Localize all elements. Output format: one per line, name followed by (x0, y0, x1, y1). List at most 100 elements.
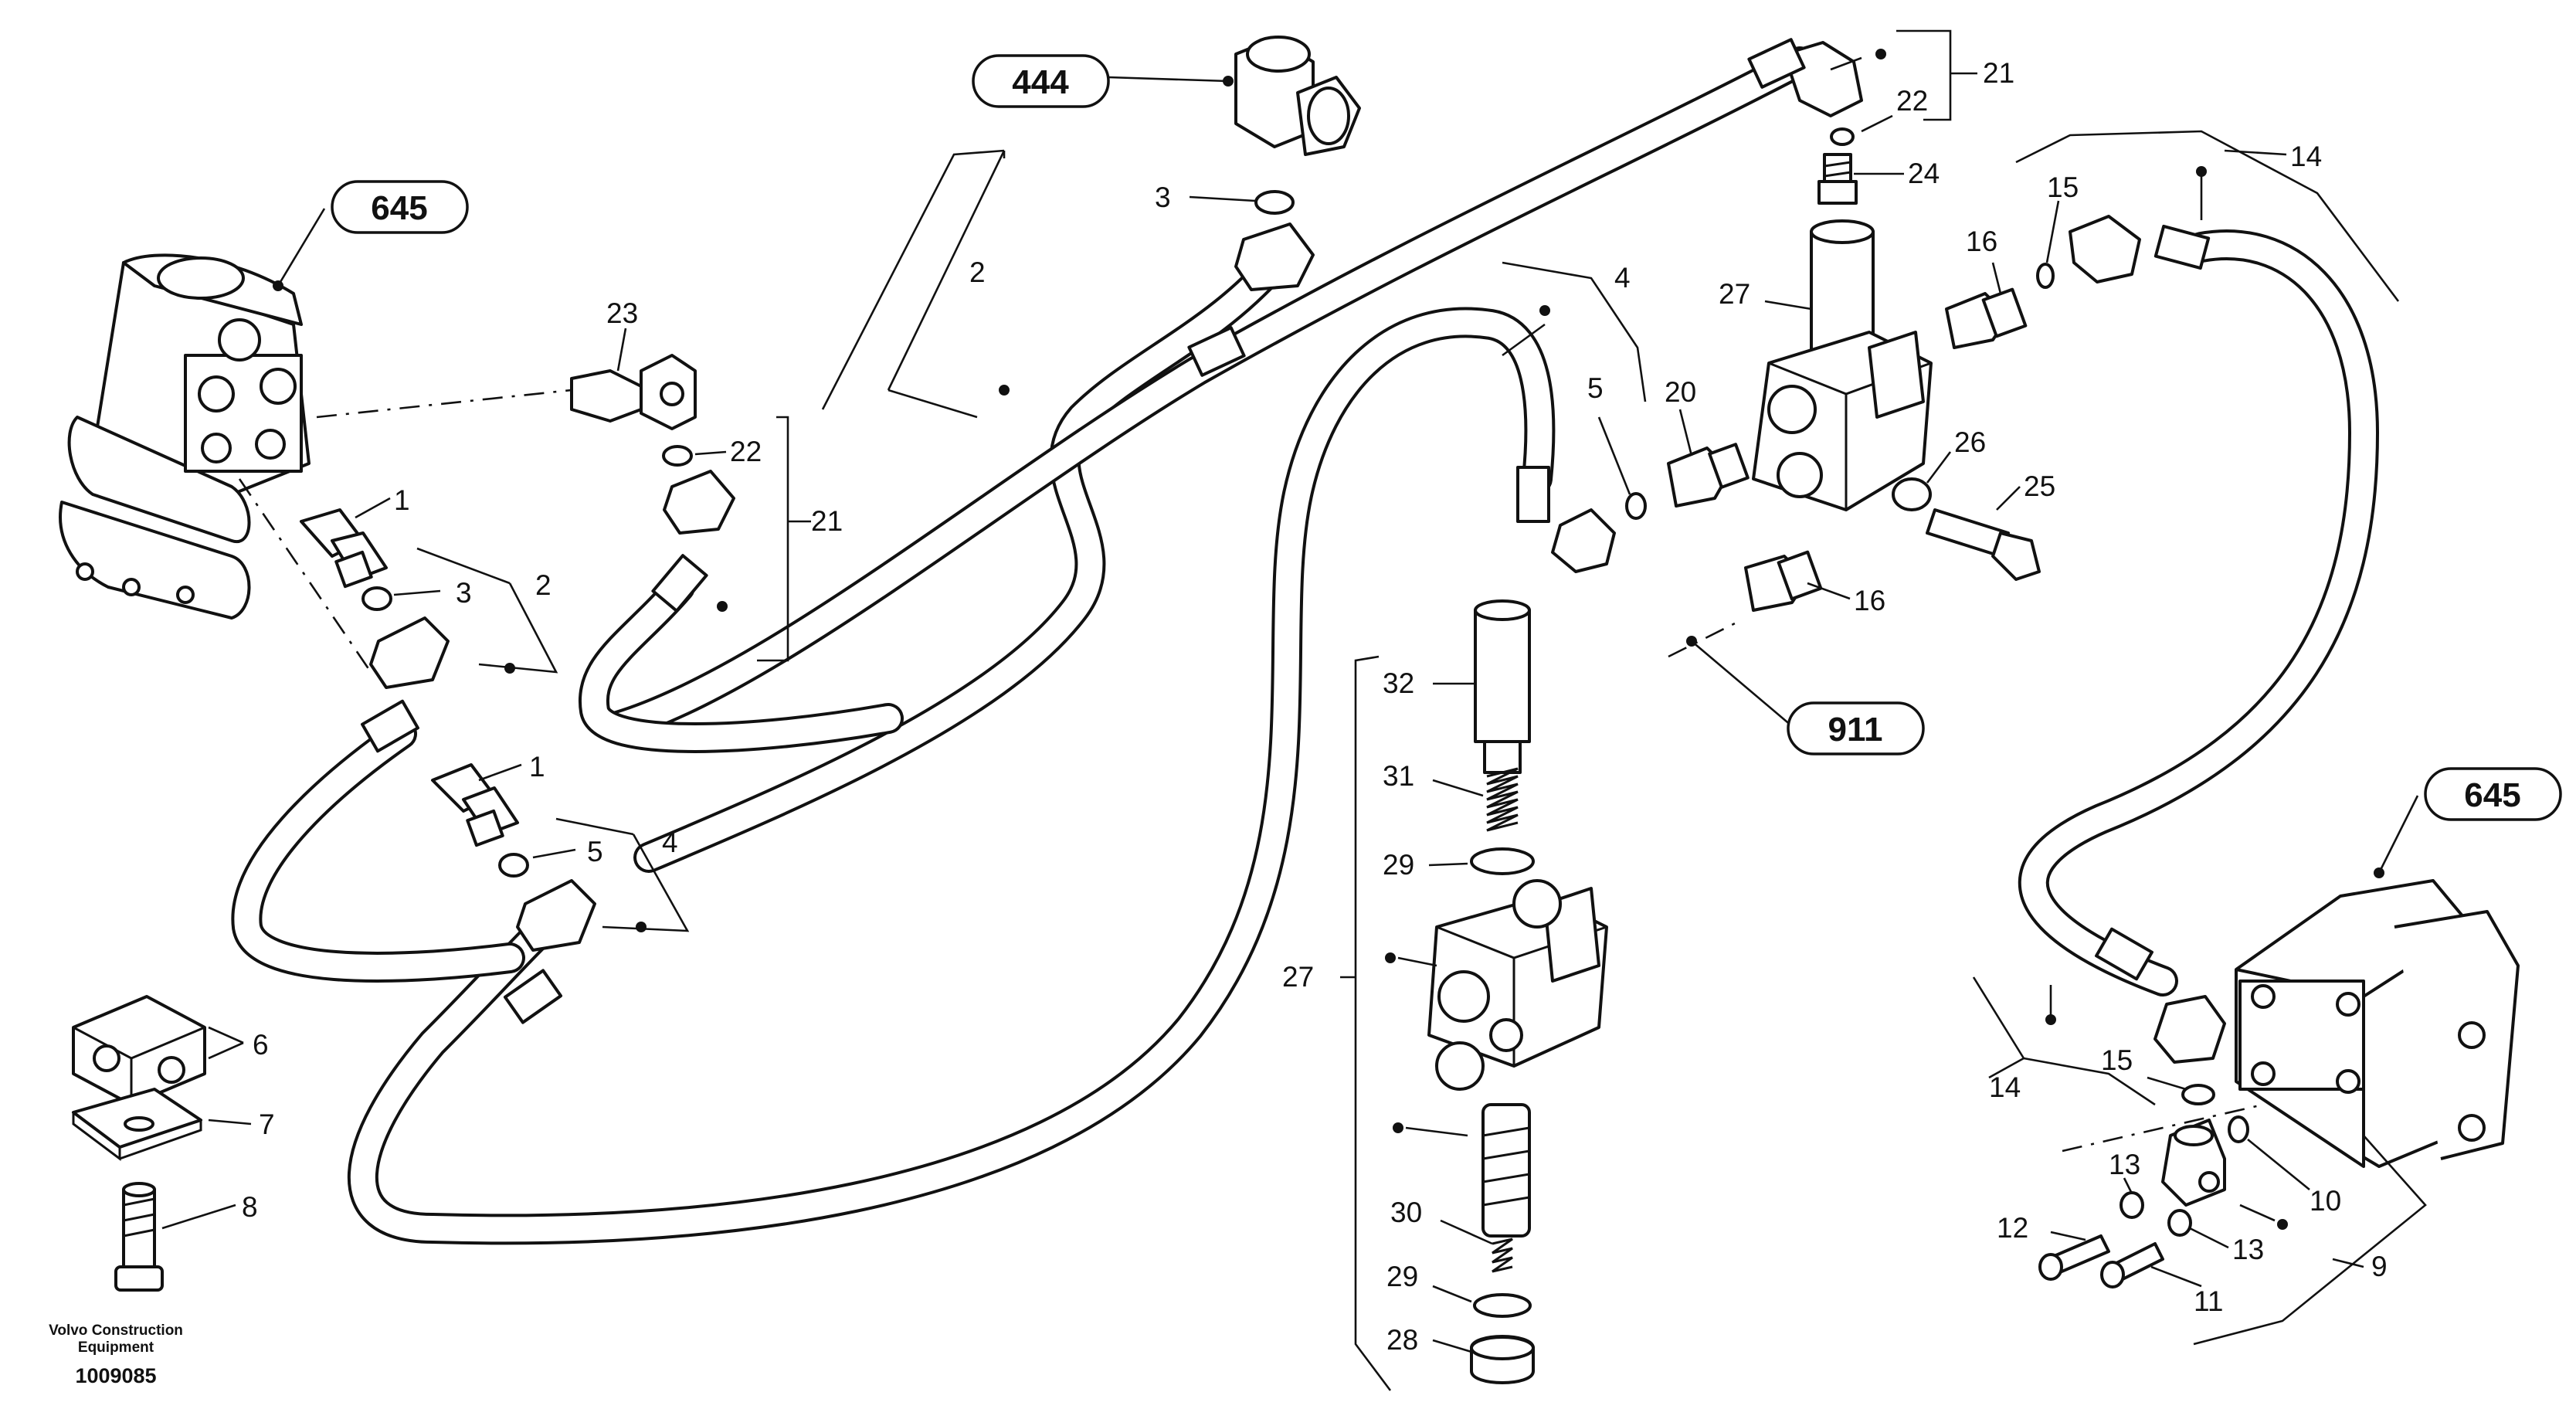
callout-labels: 1 1 2 2 3 3 4 4 5 5 6 7 8 9 10 11 12 13 … (242, 57, 2388, 1356)
callout-15: 15 (2047, 171, 2079, 203)
union-fitting-1-upper (300, 508, 388, 589)
hose-item-4-loop (347, 307, 1556, 1245)
callout-5: 5 (587, 836, 603, 867)
callout-29: 29 (1383, 849, 1414, 881)
reference-label: 645 (2464, 776, 2520, 814)
spring-31 (1486, 767, 1519, 832)
callout-13: 13 (2232, 1234, 2264, 1265)
callout-2: 2 (969, 256, 986, 288)
washer-13-lower (2167, 1209, 2192, 1237)
leader-dots (273, 49, 2384, 1230)
callout-13: 13 (2109, 1149, 2140, 1180)
washer-26 (1892, 477, 1932, 511)
reference-444[interactable]: 444 (972, 54, 1110, 108)
callout-27: 27 (1719, 278, 1750, 310)
spool-piston (1481, 1103, 1531, 1238)
callout-11: 11 (2194, 1285, 2223, 1317)
callout-29: 29 (1386, 1261, 1418, 1292)
pump-645-right (2235, 879, 2520, 1168)
callout-5: 5 (1587, 372, 1604, 404)
reference-label: 911 (1828, 711, 1883, 749)
callout-30: 30 (1390, 1197, 1422, 1228)
plug-32 (1474, 609, 1531, 743)
callout-7: 7 (259, 1109, 275, 1140)
screw-12 (2038, 1234, 2110, 1281)
relief-valve-stack (1427, 599, 1608, 1384)
leader-lines (161, 29, 2427, 1391)
callout-6: 6 (253, 1029, 269, 1061)
callout-21: 21 (811, 505, 843, 537)
callout-3: 3 (1155, 182, 1171, 213)
o-ring-5-left (498, 853, 529, 878)
reference-645-top[interactable]: 645 (331, 180, 469, 234)
bolt-8 (114, 1182, 164, 1292)
footer-brand: Volvo Construction Equipment 1009085 (49, 1322, 183, 1387)
callout-10: 10 (2310, 1185, 2341, 1217)
hose-item-21-short (578, 572, 904, 753)
o-rings (361, 127, 2249, 1143)
callout-28: 28 (1386, 1324, 1418, 1356)
reference-label: 444 (1012, 63, 1069, 101)
callout-8: 8 (242, 1191, 258, 1223)
washer-13-upper (2120, 1191, 2144, 1219)
o-ring-5-center (1625, 492, 1647, 520)
callout-9: 9 (2371, 1251, 2388, 1282)
callout-26: 26 (1954, 426, 1986, 458)
clamp-block-6 (72, 995, 206, 1106)
callout-15: 15 (2101, 1044, 2133, 1076)
callout-22: 22 (1896, 85, 1928, 117)
elbow-fitting-23 (570, 354, 697, 430)
o-ring-10 (2228, 1115, 2249, 1143)
flange-fitting (2161, 1119, 2226, 1207)
washer-29-upper (1470, 847, 1535, 875)
o-ring-15-bottom (2181, 1084, 2215, 1105)
o-ring-22-top (1830, 127, 1855, 146)
hose-item-14 (2018, 229, 2379, 996)
callout-31: 31 (1383, 760, 1414, 792)
screw-11 (2100, 1242, 2164, 1288)
callout-14: 14 (2290, 141, 2322, 172)
adapter-16-bottom (1744, 550, 1823, 612)
callout-20: 20 (1665, 376, 1696, 408)
washer-29-lower (1473, 1293, 1532, 1318)
callout-1: 1 (394, 484, 410, 516)
tee-fitting-444 (1234, 36, 1361, 156)
callout-23: 23 (606, 297, 638, 329)
adapter-24 (1817, 153, 1858, 205)
plate-7 (72, 1088, 202, 1161)
adapter-20 (1667, 443, 1750, 508)
callout-14: 14 (1989, 1071, 2021, 1103)
reference-645-right[interactable]: 645 (2424, 767, 2562, 821)
plug-28 (1470, 1335, 1535, 1384)
callout-21: 21 (1983, 57, 2014, 89)
hose-item-21-long (602, 46, 1815, 742)
callout-16: 16 (1854, 585, 1885, 616)
o-ring-15-top (2036, 263, 2055, 289)
bolt-25 (1926, 508, 2041, 581)
callout-4: 4 (1614, 262, 1631, 294)
hose-item-2-long (633, 239, 1298, 873)
reference-911[interactable]: 911 (1787, 701, 1925, 755)
brand-line-2: Equipment (78, 1339, 154, 1356)
steering-unit-645 (59, 253, 311, 620)
spring-30 (1492, 1238, 1513, 1273)
callout-12: 12 (1997, 1212, 2028, 1244)
callout-4: 4 (662, 827, 678, 858)
callout-25: 25 (2024, 470, 2055, 502)
o-ring-3-left (361, 586, 392, 611)
callout-3: 3 (456, 577, 472, 609)
assembly-centerlines (238, 389, 2264, 1153)
o-ring-3-top (1254, 190, 1295, 215)
document-number: 1009085 (75, 1364, 156, 1387)
callout-24: 24 (1908, 158, 1940, 189)
union-fitting-1-lower (431, 763, 519, 847)
o-ring-22-left (662, 445, 693, 467)
valve-body-27-exploded (1427, 879, 1608, 1091)
brand-line-1: Volvo Construction (49, 1322, 183, 1339)
reference-label: 645 (371, 189, 427, 227)
callout-1: 1 (529, 751, 545, 783)
callout-27: 27 (1282, 961, 1314, 993)
valve-block-27-top (1752, 219, 1933, 511)
hose-end-fittings (361, 38, 2226, 1064)
callout-32: 32 (1383, 667, 1414, 699)
